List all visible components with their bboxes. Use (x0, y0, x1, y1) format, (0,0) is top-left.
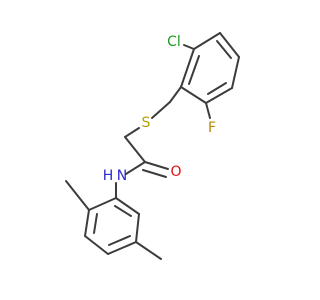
bond-c4-c5-inner (207, 82, 227, 95)
bond-c5-f (205, 102, 211, 119)
bond-c4-c5 (205, 87, 233, 104)
bond-a5-a6 (135, 213, 140, 243)
bond-a4-a5-inner (108, 235, 131, 246)
bond-c2-c3-inner (216, 40, 232, 59)
molecule-structure: Cl F S O N H (65, 32, 240, 260)
bond-carbonyl-o-2 (142, 169, 167, 178)
bond-a4-a5 (107, 241, 137, 255)
bond-a1-a2 (88, 197, 117, 211)
fluorine-atom: F (208, 120, 216, 136)
oxygen-atom: O (170, 164, 181, 180)
bond-c6-c1 (180, 48, 195, 88)
bond-s-ch2 (124, 127, 140, 138)
bond-c6-c1-inner (188, 55, 200, 85)
bond-a2-a3 (84, 209, 90, 237)
bond-a5-methyl (135, 241, 162, 260)
atom-label-layer: Cl F S O N H (103, 34, 216, 184)
chlorine-atom: Cl (167, 34, 181, 50)
bond-layer (65, 32, 240, 260)
bond-c1-c2 (193, 32, 221, 50)
bond-a2-a3-inner (93, 213, 98, 234)
bond-carbonyl-o-1 (144, 161, 169, 170)
nitrogen-atom: N (117, 168, 127, 184)
bond-carbonyl-n (125, 161, 146, 175)
bond-c3-c4 (231, 56, 240, 89)
bond-c5-c6 (180, 86, 207, 104)
bond-a3-a4 (84, 235, 109, 255)
bond-a6-a1 (115, 197, 140, 215)
bond-a2-methyl (65, 180, 90, 211)
bond-a6-a1-inner (114, 205, 132, 217)
bond-c6-ch2 (169, 86, 182, 103)
bond-ch2-carbonyl (124, 136, 146, 163)
sulfur-atom: S (142, 115, 151, 131)
bond-ch2-s (151, 101, 171, 119)
structure-canvas: Cl F S O N H (65, 32, 240, 260)
bond-c2-c3 (219, 32, 240, 58)
nitrogen-hydrogen-atom: H (103, 168, 114, 184)
bond-c1-cl (183, 44, 195, 50)
